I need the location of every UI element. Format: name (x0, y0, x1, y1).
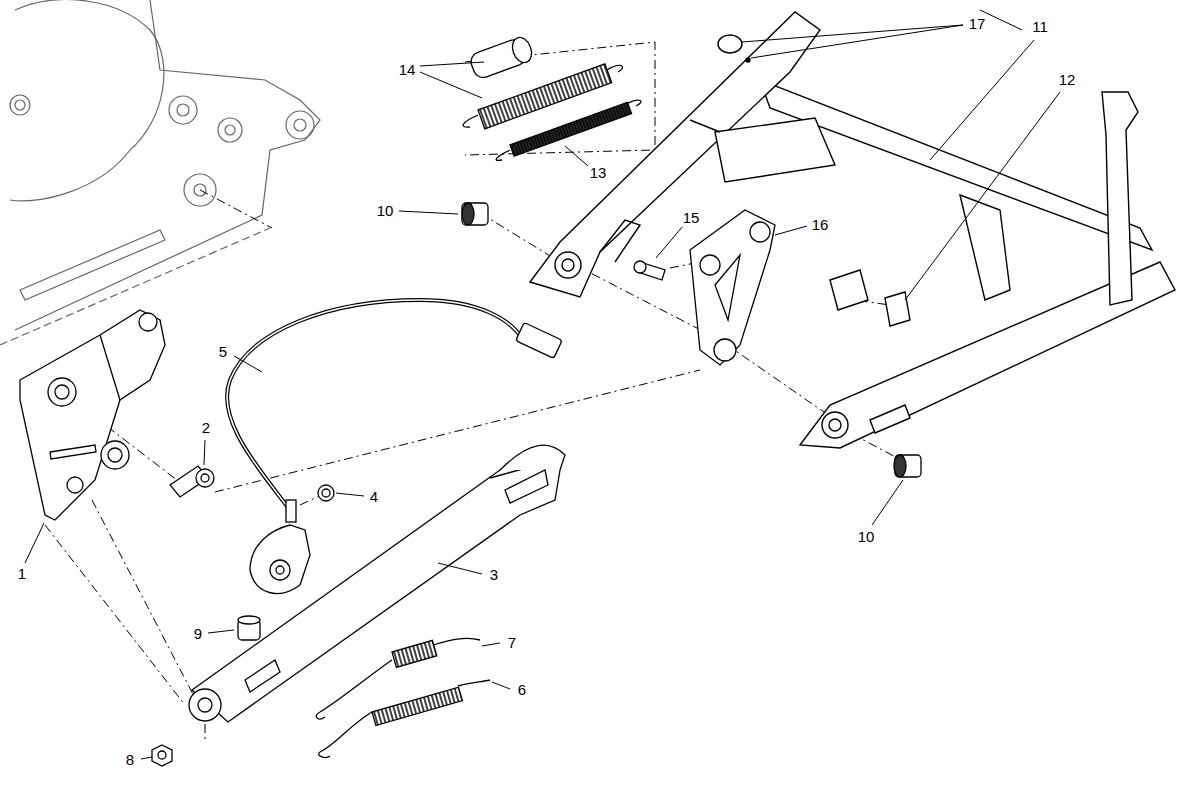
callout-number: 4 (369, 489, 379, 506)
stand-plate-bushings (462, 203, 921, 477)
bolt (170, 466, 214, 497)
callout-number: 1 (17, 566, 27, 583)
callout-number: 2 (201, 420, 211, 437)
assembly-lines (45, 42, 905, 740)
callout-number: 3 (489, 567, 499, 584)
stand-bracket (20, 310, 165, 520)
callout-number: 9 (193, 626, 203, 643)
callout-number: 7 (507, 635, 517, 652)
callout-number: 10 (376, 203, 395, 220)
callout-number: 16 (811, 217, 830, 234)
callout-number: 6 (517, 682, 527, 699)
callout-number: 13 (589, 165, 608, 182)
callout-number: 17 (968, 16, 987, 33)
callout-number: 15 (682, 210, 701, 227)
side-stand (189, 445, 565, 722)
engine-case (0, 0, 320, 345)
leader-lines (25, 10, 1060, 759)
callout-number: 8 (125, 752, 135, 769)
callout-number: 11 (1031, 19, 1049, 36)
callout-number: 5 (218, 344, 228, 361)
callout-number: 14 (398, 62, 417, 79)
center-stand (530, 12, 1175, 448)
callout-number: 10 (857, 529, 876, 546)
center-stand-springs (463, 35, 641, 161)
callout-number: 12 (1058, 72, 1077, 89)
stand-springs (316, 638, 490, 757)
side-stand-sensor (152, 300, 562, 766)
